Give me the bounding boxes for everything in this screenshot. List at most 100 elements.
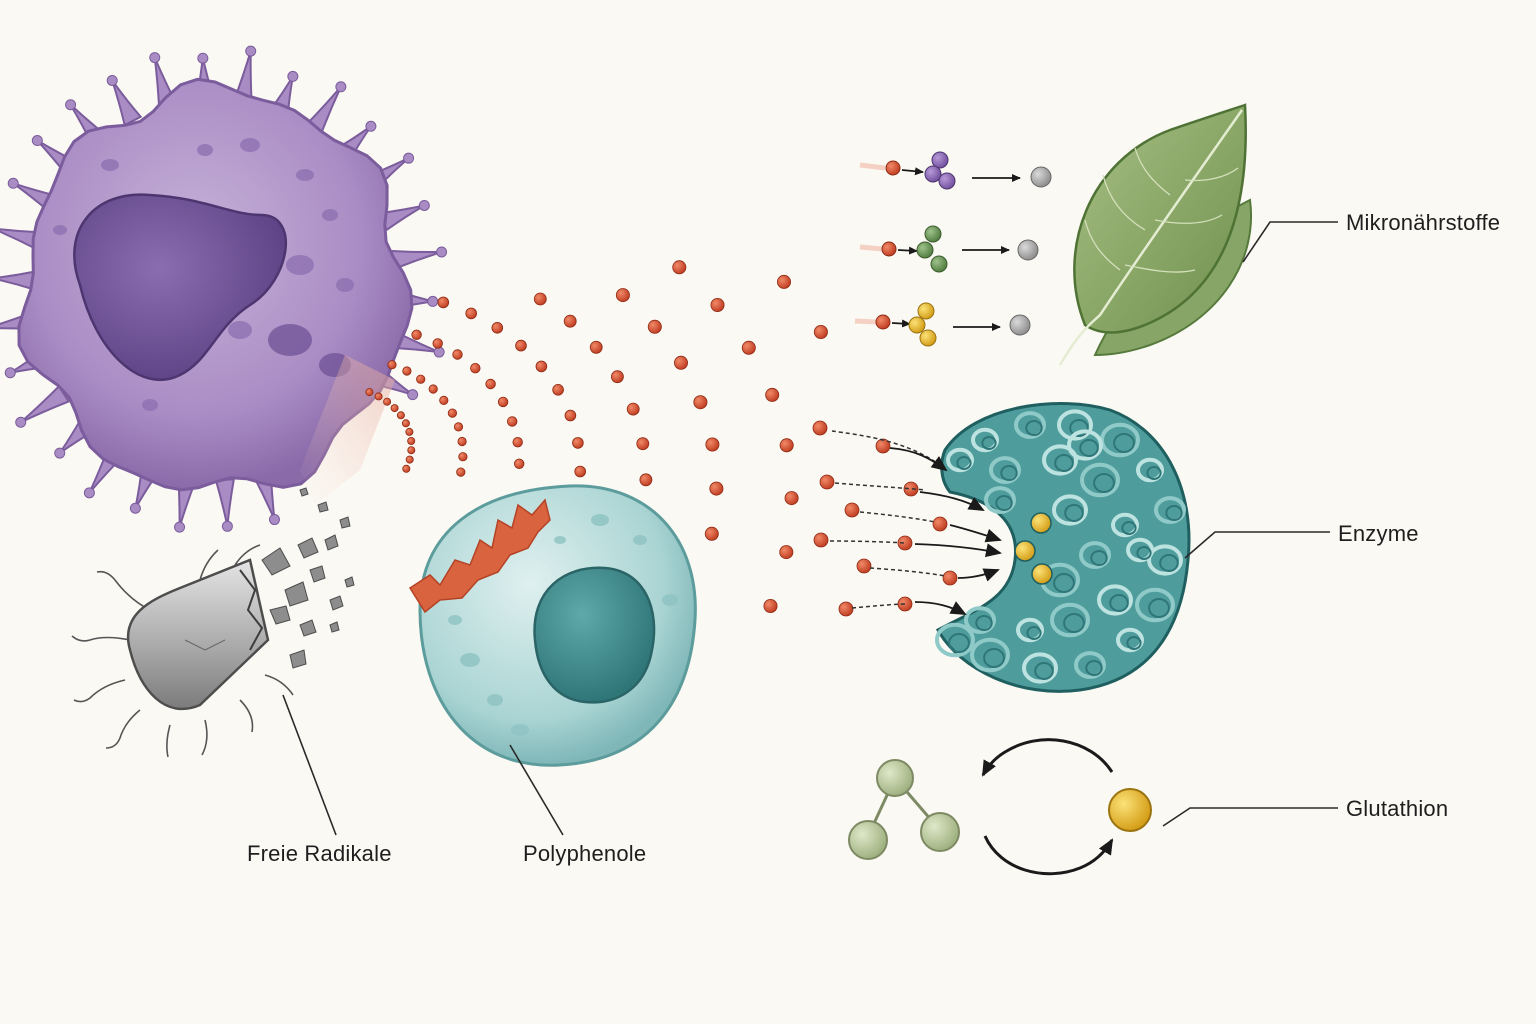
immune-cell-spike-tip — [418, 199, 430, 211]
radical-particle — [639, 473, 653, 487]
radical-particle — [844, 502, 860, 518]
immune-cell-spike-tip — [427, 295, 439, 307]
enzyme-helix — [1074, 651, 1106, 679]
radical-particle — [387, 360, 397, 370]
enzyme-helix-inner — [1121, 521, 1137, 535]
immune-cell-spike-tip — [403, 152, 415, 164]
micronutrient-reactions — [854, 151, 1052, 347]
label-free-radicals: Freie Radikale — [247, 841, 392, 866]
label-glutathione: Glutathion — [1346, 796, 1449, 821]
immune-cell-spike-tip — [65, 99, 77, 111]
radical-particle — [779, 545, 794, 560]
immune-cell-spike-tip — [407, 389, 419, 401]
radical-particle — [407, 446, 416, 455]
radical-particle — [458, 452, 468, 462]
radical-particle — [407, 436, 416, 445]
immune-cell-spike-tip — [436, 246, 448, 258]
radical-particle — [447, 408, 457, 418]
enzyme-helix-inner — [1026, 626, 1042, 640]
radical-particle — [390, 404, 399, 413]
radical-particle — [647, 319, 662, 334]
enzyme-helix — [1022, 652, 1058, 684]
enzyme-helix-inner — [1054, 454, 1074, 472]
radical-particle — [515, 339, 527, 352]
enzyme-helix — [989, 456, 1021, 484]
radical-particle — [428, 384, 438, 394]
leader-enzyme — [1184, 531, 1330, 559]
leaf-front — [1073, 103, 1247, 334]
radical-particle — [564, 409, 577, 422]
radical-particle — [779, 438, 794, 453]
enzyme-helix — [935, 622, 975, 658]
enzyme-active-site — [1014, 512, 1053, 585]
enzyme-helix-inner — [983, 648, 1005, 668]
immune-cell-spike-tip — [129, 502, 141, 514]
enzyme-helix-inner — [1090, 550, 1108, 566]
enzyme-helix-inner — [1136, 546, 1152, 560]
immune-cell-spike-tip — [433, 346, 445, 358]
radical-particle — [485, 378, 496, 390]
label-micronutrients: Mikronährstoffe — [1346, 210, 1501, 235]
radical-particle — [574, 465, 586, 478]
healthy-cell-nucleus — [533, 566, 656, 704]
enzyme-helix-inner — [975, 615, 993, 631]
immune-cell-spike-tip — [335, 81, 347, 93]
radical-particle — [615, 288, 630, 303]
radical-particle — [402, 464, 411, 473]
immune-cell-spike-tip — [31, 135, 43, 147]
enzyme-helix — [1116, 627, 1144, 653]
radical-particle — [456, 467, 466, 477]
leader-free-radicals — [282, 694, 337, 836]
radical-particle — [611, 370, 624, 384]
enzyme-helix — [1135, 587, 1175, 623]
enzyme-helix-inner — [1063, 613, 1085, 633]
radical-particle — [705, 437, 720, 452]
immune-cell-spike-tip — [197, 52, 209, 64]
label-enzymes: Enzyme — [1338, 521, 1419, 546]
radical-particle — [704, 526, 719, 541]
leader-lines — [282, 221, 1338, 836]
enzyme-helix-inner — [1126, 636, 1142, 650]
enzyme-helix — [1016, 617, 1044, 643]
immune-cell-spike-tip — [15, 416, 27, 428]
radical-particle — [875, 438, 891, 454]
radical-particle — [672, 260, 687, 275]
reaction-row-1 — [859, 151, 1052, 190]
radical-particle — [765, 387, 780, 402]
enzyme-helix-inner — [981, 436, 997, 450]
radical-particle — [411, 329, 422, 341]
immune-cell-spike-tip — [174, 521, 186, 533]
radical-particle — [903, 481, 919, 497]
enzyme-helix-inner — [1053, 573, 1075, 593]
oxidative-damage — [408, 498, 551, 614]
immune-cell-spike-tip — [221, 520, 233, 532]
bacterium-icon — [71, 487, 355, 758]
healthy-cell — [408, 484, 697, 767]
enzyme-helix — [946, 447, 974, 473]
enzyme-helix-inner — [1109, 594, 1129, 612]
radical-particle — [838, 601, 854, 617]
enzyme-helix — [1014, 411, 1046, 439]
enzyme-helix-inner — [1113, 433, 1135, 453]
enzyme-helix — [984, 486, 1016, 514]
immune-cell-spike-tip — [4, 367, 16, 379]
enzyme-helix — [1057, 409, 1093, 441]
radical-particle — [396, 411, 405, 420]
radical-particle — [453, 422, 464, 432]
glutathione-cycle — [848, 738, 1152, 876]
radical-particle — [784, 491, 799, 506]
enzyme-helix — [1126, 537, 1154, 563]
radical-particle — [416, 374, 426, 384]
immune-cell-nucleus — [73, 193, 287, 381]
immune-cell-spike-tip — [268, 514, 280, 526]
label-polyphenols: Polyphenole — [523, 841, 647, 866]
bacterium-fragments — [261, 487, 355, 669]
enzyme-helix-inner — [1069, 419, 1089, 437]
radical-particle — [674, 355, 689, 370]
enzyme-helix-inner — [1064, 504, 1084, 522]
radical-particle — [405, 455, 414, 464]
enzyme-helix-inner — [1034, 662, 1054, 680]
radical-particle — [507, 416, 518, 427]
leaf-veins — [1084, 147, 1239, 273]
